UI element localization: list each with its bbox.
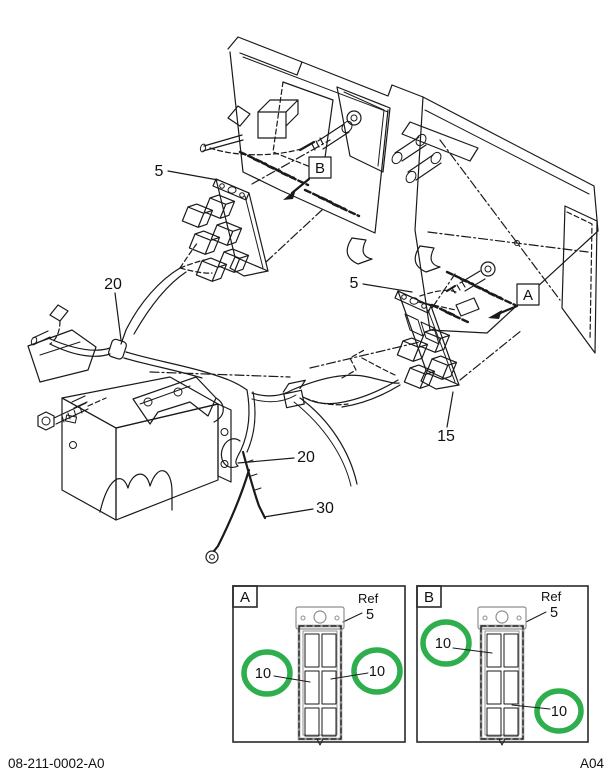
callout-a-label: A <box>523 287 533 304</box>
highlight-circle-b-top <box>420 619 472 667</box>
inset-b-ref-word: Ref <box>541 589 562 604</box>
inset-b-ref-num: 5 <box>550 605 558 621</box>
relay-box <box>257 99 299 139</box>
callout-15: 15 <box>437 428 455 445</box>
inset-detail-b: B Ref 5 10 10 <box>416 585 589 746</box>
callout-5-right: 5 <box>350 275 359 292</box>
doc-number: 08-211-0002-A0 <box>8 756 105 771</box>
upper-harness-branch <box>199 99 362 156</box>
harness-clip-20 <box>108 338 127 360</box>
callout-20-mid: 20 <box>297 449 315 466</box>
callout-20-left: 20 <box>104 276 122 293</box>
left-harness-end <box>27 304 107 431</box>
arrow-a <box>488 310 502 319</box>
sheet-code: A04 <box>580 756 605 771</box>
inset-b-panel <box>477 606 527 746</box>
bracket-plate <box>27 329 97 383</box>
inset-b-circle-bottom-label: 10 <box>551 704 567 720</box>
hook-bracket-right <box>414 245 441 273</box>
wiring-harness <box>47 267 400 564</box>
inset-a-corner-label: A <box>240 589 250 606</box>
highlight-circle-b-bottom <box>534 688 584 734</box>
mounting-bolt <box>37 395 107 431</box>
top-bracket <box>132 376 224 425</box>
callout-box-b: B <box>283 156 332 200</box>
push-switch <box>445 261 496 294</box>
inset-a-panel <box>295 606 345 746</box>
inset-b-circle-top-label: 10 <box>435 636 451 652</box>
square-connector <box>49 304 69 322</box>
mount-slots-a <box>430 270 517 325</box>
inset-a-circle-left-label: 10 <box>255 666 271 682</box>
highlight-circle-a-right <box>351 647 403 695</box>
switch-cubes-left <box>181 194 250 282</box>
hook-bracket-left <box>346 237 373 265</box>
callout-5-left: 5 <box>155 163 164 180</box>
callout-b-label: B <box>315 160 325 177</box>
dash-panel-assembly <box>149 36 599 381</box>
inset-a-ref-word: Ref <box>358 591 379 606</box>
callout-box-a: A <box>488 283 540 319</box>
switch-cubes-right <box>396 328 458 389</box>
mounting-studs <box>391 133 442 184</box>
switch-panel-left <box>179 178 269 282</box>
wire-connector <box>227 105 251 127</box>
highlight-circle-a-left <box>241 649 293 697</box>
cowl-cover-box <box>61 376 232 521</box>
callouts: 5 B 5 A 20 15 20 30 <box>104 156 540 518</box>
toggle-switch <box>298 110 362 152</box>
ground-wire <box>212 468 251 553</box>
mount-slots-b <box>238 150 361 218</box>
switch-panel-right <box>302 261 496 408</box>
blade-connector <box>455 297 480 317</box>
arrow-b <box>283 189 296 200</box>
inset-a-ref-num: 5 <box>366 607 374 623</box>
inset-a-circle-right-label: 10 <box>369 664 385 680</box>
callout-30: 30 <box>316 500 334 517</box>
conduit-30 <box>241 450 267 520</box>
inset-b-corner-label: B <box>424 589 434 606</box>
inset-detail-a: A Ref 5 10 10 <box>232 585 406 746</box>
harness-relay <box>282 379 306 409</box>
